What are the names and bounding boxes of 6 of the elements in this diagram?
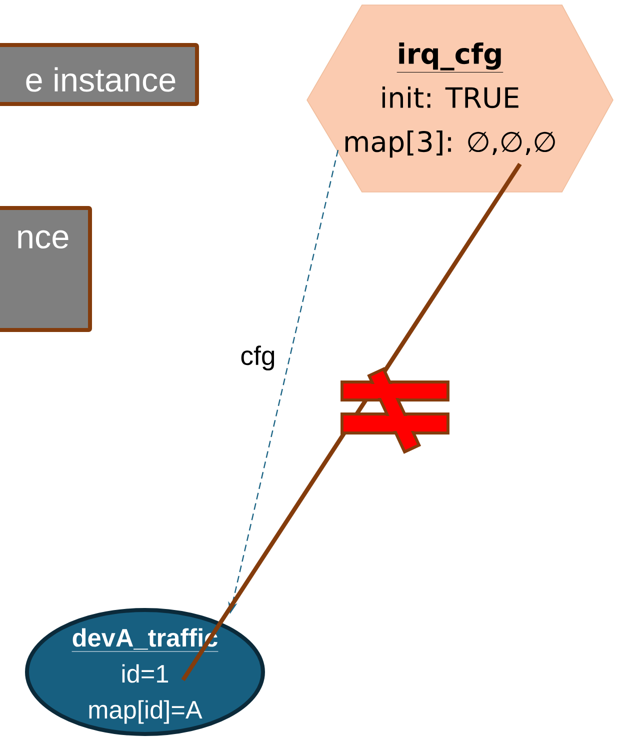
instance-box: e instance [0, 43, 199, 106]
connector-line [181, 162, 522, 682]
edge-label: cfg [241, 346, 274, 370]
hexagon-node: irq_cfg init: TRUE map[3]: ∅,∅,∅ [306, 4, 614, 192]
instance-box: nce [0, 206, 92, 332]
ellipse-node: devA_traffic id=1 map[id]=A [25, 608, 265, 736]
